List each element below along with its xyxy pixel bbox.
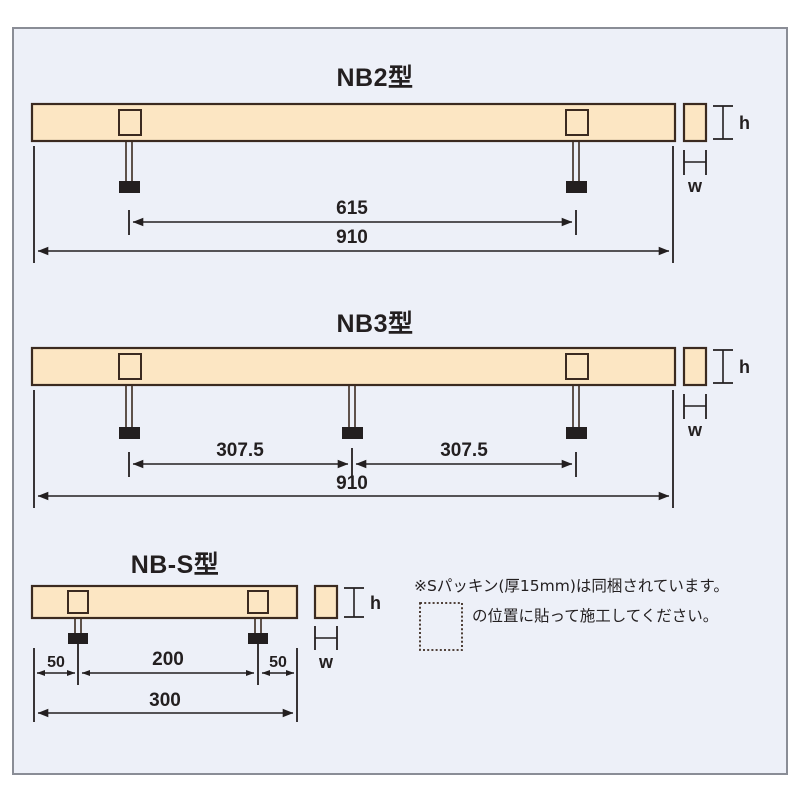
diagram-nb2: NB2型 (30, 64, 750, 263)
dimension-nbs-300: 300 (37, 690, 294, 718)
height-dimension-nb2: h (713, 105, 750, 140)
section-view-nb3 (682, 346, 708, 387)
width-dimension-nb3: w (683, 394, 707, 440)
packing-marker-square (118, 353, 142, 380)
note-line-1: ※Sパッキン(厚15mm)は同梱されています。 (414, 577, 729, 595)
diagram-panel (12, 27, 788, 775)
dimension-label-307a: 307.5 (216, 440, 264, 461)
note-block: ※Sパッキン(厚15mm)は同梱されています。 の位置に貼って施工してください。 (414, 577, 729, 651)
packing-marker-dotted (566, 110, 589, 136)
packing-marker-square (67, 590, 89, 614)
width-label-nbs: w (318, 652, 334, 672)
packing-marker-dotted (565, 354, 588, 380)
dimension-label-615: 615 (336, 198, 368, 219)
packing-marker-dotted (68, 591, 89, 614)
packing-marker-dotted (118, 354, 141, 380)
dimension-label-300: 300 (149, 690, 181, 711)
diagram-nb3: NB3型 (30, 310, 750, 508)
dimension-label-50-right: 50 (269, 654, 287, 671)
height-label-nbs: h (370, 593, 381, 613)
post-nb2-2 (566, 141, 587, 193)
dimension-nb3-307b: 307.5 (355, 440, 577, 477)
dimension-nbs-chain: 50 200 50 (33, 644, 298, 722)
width-dimension-nb2: w (683, 150, 707, 196)
width-label-nb3: w (687, 420, 703, 440)
dimension-label-307b: 307.5 (440, 440, 488, 461)
packing-marker-square (247, 590, 269, 614)
post-nb2-1 (119, 141, 140, 193)
post-nb3-1 (119, 385, 140, 439)
dimension-label-910: 910 (336, 227, 368, 248)
post-nbs-1 (68, 618, 88, 644)
height-label-nb3: h (739, 357, 750, 377)
packing-marker-dotted (248, 591, 269, 614)
diagram-title-nbs: NB-S型 (131, 551, 220, 579)
width-dimension-nbs: w (314, 626, 338, 672)
post-nbs-2 (248, 618, 268, 644)
dotted-square-marker-icon (419, 602, 463, 651)
dimension-label-910-nb3: 910 (336, 473, 368, 494)
height-label-nb2: h (739, 113, 750, 133)
width-label-nb2: w (687, 176, 703, 196)
dimension-label-50-left: 50 (47, 654, 65, 671)
post-nb3-3 (566, 385, 587, 439)
diagram-nbs: NB-S型 h (30, 551, 381, 722)
diagram-title-nb2: NB2型 (336, 64, 413, 92)
height-dimension-nbs: h (344, 587, 381, 618)
dimension-label-200: 200 (152, 649, 184, 670)
packing-marker-square (565, 109, 589, 136)
packing-marker-square (118, 109, 142, 136)
section-view-nb2 (682, 102, 708, 143)
post-nb3-2 (342, 385, 363, 439)
packing-marker-dotted (119, 110, 142, 136)
height-dimension-nb3: h (713, 349, 750, 384)
dimension-nb2-615: 615 (128, 198, 577, 235)
packing-marker-square (565, 353, 589, 380)
dimension-nb2-910: 910 (33, 146, 674, 263)
dimension-nb3-910: 910 (33, 390, 674, 508)
note-line-2: の位置に貼って施工してください。 (472, 607, 718, 625)
section-view-nbs (313, 584, 339, 620)
diagram-title-nb3: NB3型 (336, 310, 413, 338)
dimension-nb3-307a: 307.5 (128, 440, 353, 477)
